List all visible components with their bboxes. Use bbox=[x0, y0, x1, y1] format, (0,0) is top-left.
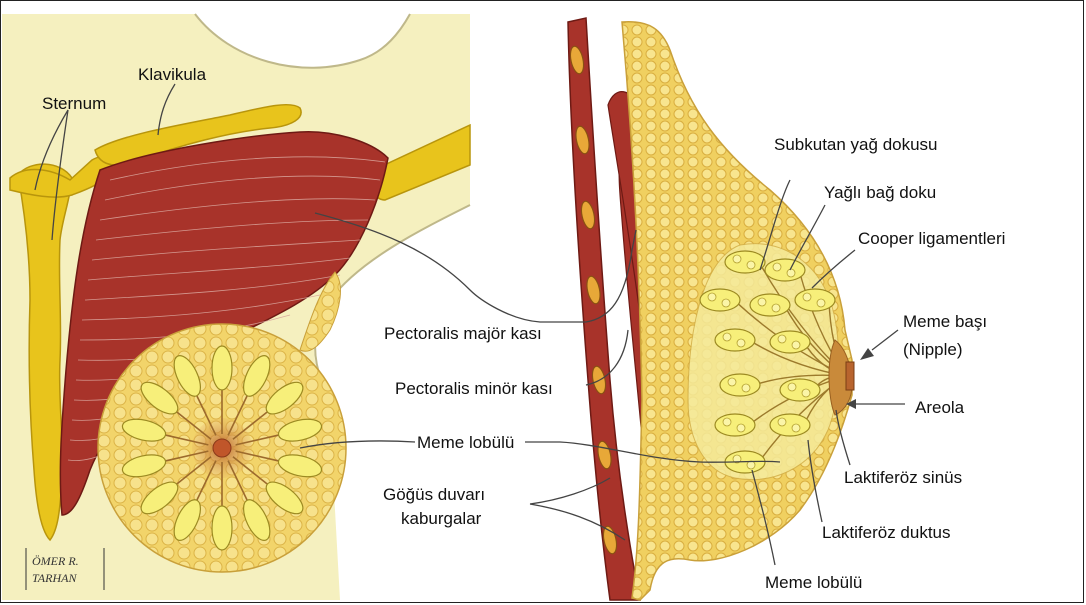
label-gogus-duvari: Göğüs duvarı bbox=[383, 485, 485, 504]
lobule-shape bbox=[770, 414, 810, 436]
label-sternum: Sternum bbox=[42, 94, 106, 113]
signature-line2: TARHAN bbox=[32, 571, 77, 585]
lobule-shape bbox=[715, 329, 755, 351]
lobule-bud bbox=[787, 269, 795, 277]
label-pectoralis-major: Pectoralis majör kası bbox=[384, 324, 542, 343]
lobule-bud bbox=[772, 304, 780, 312]
label-nipple: (Nipple) bbox=[903, 340, 963, 359]
lobule-bud bbox=[722, 299, 730, 307]
label-laktiferoz-sinus: Laktiferöz sinüs bbox=[844, 468, 962, 487]
lobule-bud bbox=[737, 424, 745, 432]
label-yagli-bag: Yağlı bağ doku bbox=[824, 183, 936, 202]
lobule-bud bbox=[723, 418, 731, 426]
lobule-shape bbox=[725, 251, 765, 273]
signature-line1: ÖMER R. bbox=[32, 553, 79, 568]
label-kaburgalar: kaburgalar bbox=[401, 509, 482, 528]
lobule-bud bbox=[747, 261, 755, 269]
lobule-shape bbox=[765, 259, 805, 281]
lobule-bud bbox=[742, 384, 750, 392]
lobule-shape bbox=[795, 289, 835, 311]
lobule-bud bbox=[737, 339, 745, 347]
breast-front-nipple bbox=[213, 439, 231, 457]
lobule-bud bbox=[792, 341, 800, 349]
lobule-bud bbox=[733, 255, 741, 263]
lobule-bud bbox=[802, 389, 810, 397]
lobule-bud bbox=[778, 418, 786, 426]
label-meme-lobulu-right: Meme lobülü bbox=[765, 573, 862, 592]
lobule-bud bbox=[817, 299, 825, 307]
lobule-bud bbox=[778, 335, 786, 343]
breast-side-gland-region bbox=[688, 244, 839, 480]
lobule-bud bbox=[728, 378, 736, 386]
lobule-bud bbox=[747, 461, 755, 469]
lobule-shape bbox=[212, 506, 232, 550]
label-klavikula: Klavikula bbox=[138, 65, 207, 84]
lobule-shape bbox=[700, 289, 740, 311]
label-laktiferoz-duktus: Laktiferöz duktus bbox=[822, 523, 951, 542]
label-pectoralis-minor: Pectoralis minör kası bbox=[395, 379, 553, 398]
label-meme-lobulu-left: Meme lobülü bbox=[417, 433, 514, 452]
lobule-shape bbox=[780, 379, 820, 401]
label-meme-basi: Meme başı bbox=[903, 312, 987, 331]
lobule-shape bbox=[715, 414, 755, 436]
lobule-bud bbox=[773, 263, 781, 271]
lobule-shape bbox=[720, 374, 760, 396]
lobule-shape bbox=[770, 331, 810, 353]
lobule-shape bbox=[750, 294, 790, 316]
lobule-bud bbox=[803, 293, 811, 301]
lobule-bud bbox=[723, 333, 731, 341]
breast-side-nipple bbox=[846, 362, 854, 390]
label-areola: Areola bbox=[915, 398, 965, 417]
lobule-bud bbox=[758, 298, 766, 306]
lobule-bud bbox=[708, 293, 716, 301]
label-cooper: Cooper ligamentleri bbox=[858, 229, 1005, 248]
lobule-shape bbox=[212, 346, 232, 390]
lobule-bud bbox=[788, 383, 796, 391]
label-subkutan: Subkutan yağ dokusu bbox=[774, 135, 938, 154]
lobule-bud bbox=[792, 424, 800, 432]
